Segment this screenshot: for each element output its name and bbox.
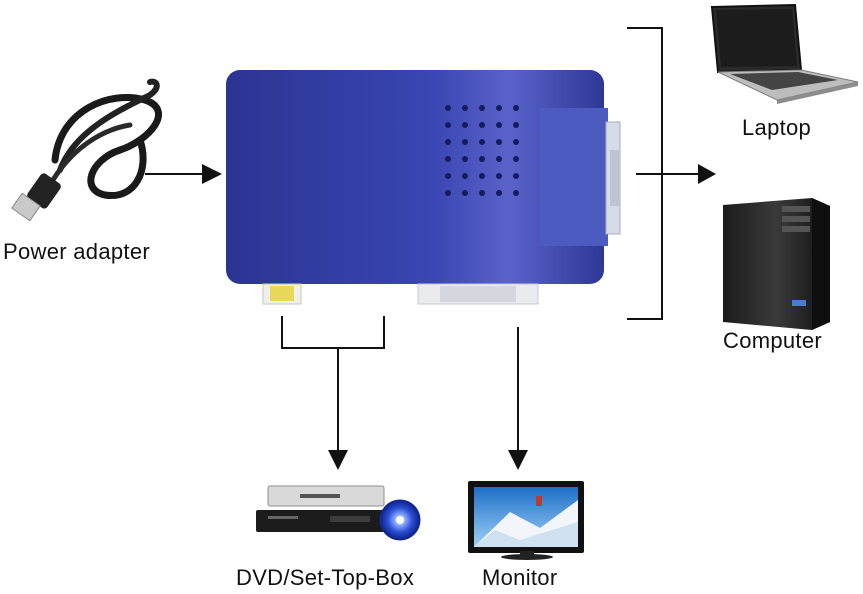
bracket-outputs-pc bbox=[627, 27, 716, 320]
lcd-monitor-icon bbox=[468, 481, 584, 560]
monitor-label: Monitor bbox=[482, 565, 558, 590]
vga-converter-box bbox=[226, 70, 621, 305]
power-adapter-label: Power adapter bbox=[3, 239, 150, 264]
arrow-power-to-converter bbox=[145, 164, 222, 184]
pc-tower-icon bbox=[723, 198, 830, 330]
bracket-outputs-av bbox=[281, 316, 385, 470]
computer-label: Computer bbox=[723, 328, 822, 353]
arrow-to-monitor bbox=[508, 327, 528, 470]
dvd-player-icon bbox=[256, 485, 421, 541]
vent-holes bbox=[445, 105, 519, 196]
dvd-set-top-box-label: DVD/Set-Top-Box bbox=[236, 565, 415, 590]
usb-power-cable-icon bbox=[11, 78, 162, 222]
laptop-icon bbox=[710, 3, 859, 104]
laptop-label: Laptop bbox=[742, 115, 812, 140]
